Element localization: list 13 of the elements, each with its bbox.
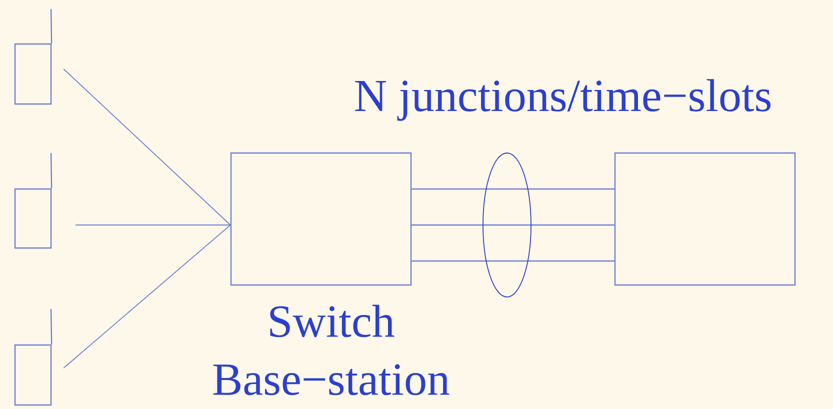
phone-drawing	[14, 308, 52, 406]
phone-drawing	[14, 152, 52, 249]
line	[412, 260, 614, 262]
node-label: Switch Base−station	[213, 304, 450, 396]
switch-box: Switch Base−station	[213, 152, 450, 396]
line	[75, 224, 231, 226]
line	[63, 68, 231, 226]
bundle-label: N junctions/time−slots	[355, 79, 770, 121]
line	[412, 188, 614, 190]
line	[412, 224, 614, 226]
phone-drawing	[14, 8, 52, 105]
box	[614, 152, 796, 286]
line	[63, 224, 231, 368]
